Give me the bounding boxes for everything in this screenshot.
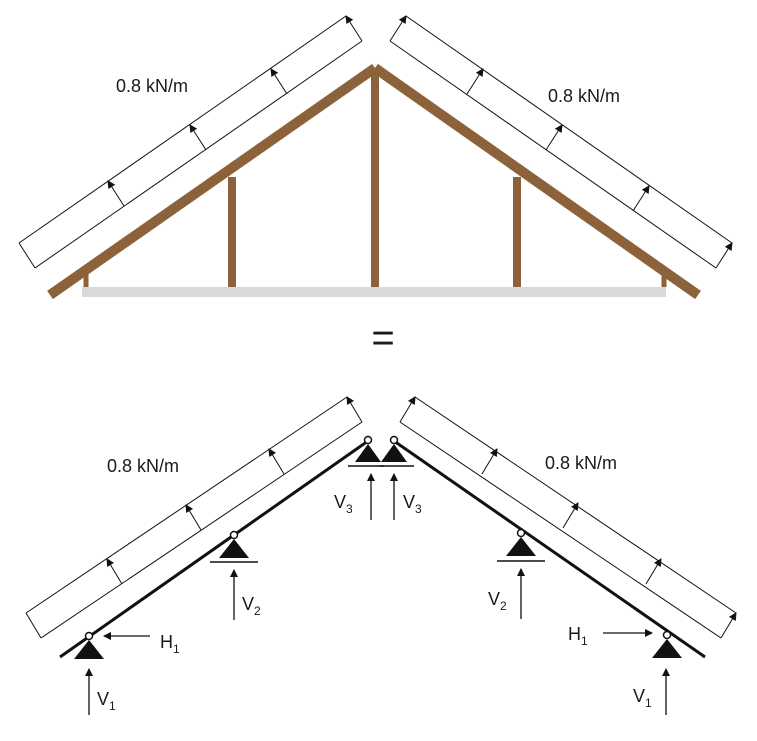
reaction-label-v3-left: V3 [334,492,353,516]
reaction-label-v2-left: V2 [242,594,261,618]
reaction-label-h1-right: H1 [568,624,588,648]
roller-support-right-mid [497,528,545,562]
load-label-bottom-right: 0.8 kN/m [545,453,617,473]
reaction-label-h1-left: H1 [160,632,180,656]
reaction-label-v3-right: V3 [403,492,422,516]
timber-truss [47,63,701,300]
reaction-label-v1-left: V1 [97,689,116,713]
distributed-load-top-left [18,15,363,269]
load-label-top-right: 0.8 kN/m [548,86,620,106]
distributed-load-top-right [389,15,733,269]
member-right [393,439,706,659]
reaction-label-v2-right: V2 [488,589,507,613]
ceiling-joist [82,287,666,297]
roller-support-left-apex [348,435,384,467]
load-label-top-left: 0.8 kN/m [116,76,188,96]
rafter-left [47,63,378,300]
pin-support-left-eave [74,631,104,659]
roller-support-left-mid [210,530,258,563]
distributed-load-bottom-left [25,396,363,639]
roller-support-right-apex [380,435,414,467]
equals-sign: = [371,316,394,360]
load-label-bottom-left: 0.8 kN/m [107,456,179,476]
reaction-label-v1-right: V1 [633,686,652,710]
member-left [59,439,369,659]
pin-support-right-eave [652,630,682,658]
distributed-load-bottom-right [399,396,737,639]
rafter-right [372,63,701,300]
